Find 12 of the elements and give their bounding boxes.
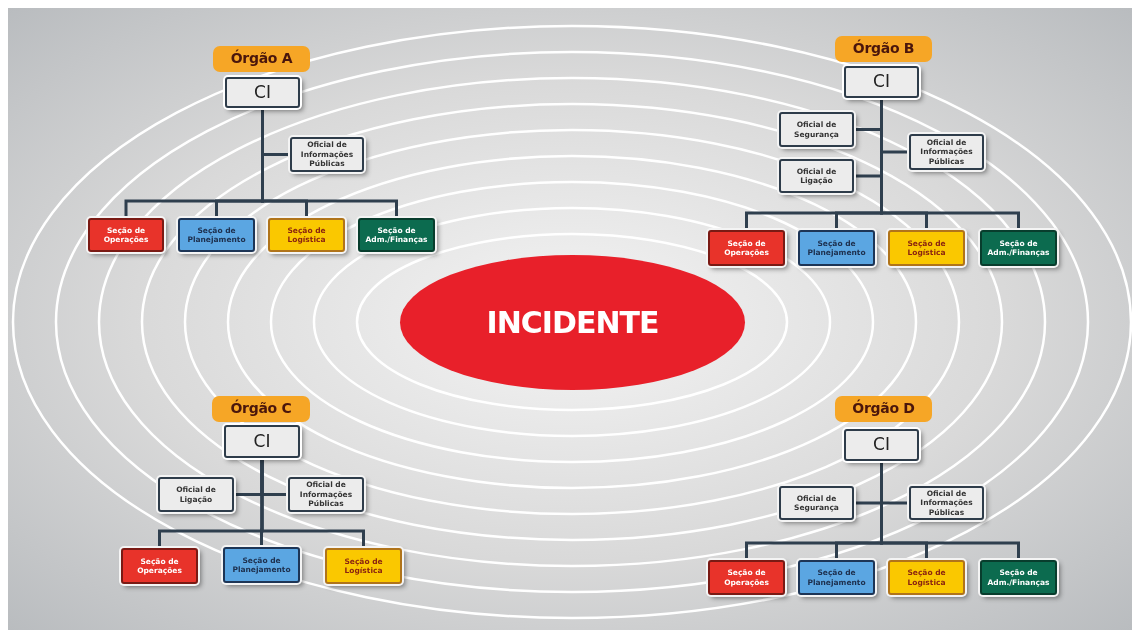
- connector-line: [261, 108, 398, 218]
- commander-box: CI: [844, 66, 919, 98]
- commander-box: CI: [844, 429, 919, 461]
- agency-tab: Órgão C: [212, 396, 310, 422]
- agency-tab: Órgão B: [835, 36, 932, 62]
- connector-line: [880, 461, 1020, 560]
- connector-line: [260, 458, 365, 548]
- agency-tab: Órgão A: [213, 46, 310, 72]
- commander-box: CI: [225, 77, 300, 108]
- agency-tab: Órgão D: [835, 396, 932, 422]
- commander-box: CI: [224, 425, 300, 458]
- connector-line: [880, 98, 1020, 230]
